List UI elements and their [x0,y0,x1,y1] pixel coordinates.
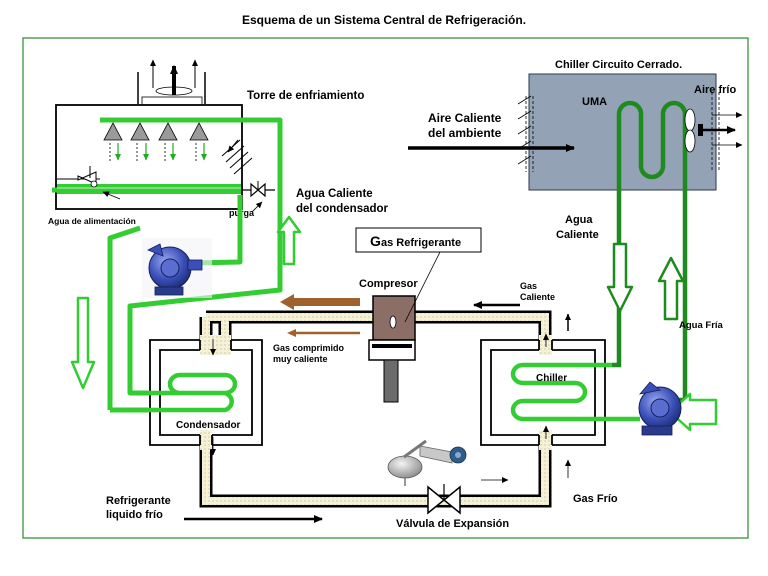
expansion-valve-icon [427,484,461,515]
compressor-icon [368,295,416,403]
compressed-gas-line2: muy caliente [273,354,328,364]
hot-water-condenser-line1: Agua Caliente [296,188,373,200]
float-valve-icon [77,166,98,188]
hot-water-line2: Caliente [556,229,599,241]
ambient-hot-air-line2: del ambiente [428,126,502,140]
expansion-valve-label: Válvula de Expansión [396,518,509,530]
condenser-unit [148,335,263,456]
purge-valve-icon [242,181,275,198]
pump-icon [638,381,682,436]
chiller-unit [480,333,640,450]
uma-label: UMA [582,96,607,108]
chilled-water-arrow-icon [606,242,718,432]
fan-icon [155,86,193,96]
refrigerant-gas-box [355,227,482,253]
compressed-gas-line1: Gas comprimido [273,343,345,353]
chiller-closed-circuit-label: Chiller Circuito Cerrado. [555,59,682,71]
hot-gas-line2: Caliente [520,292,555,302]
cold-liquid-line2: liquido frío [106,509,163,521]
ambient-hot-air-line1: Aire Caliente [428,111,502,125]
cold-air-label: Aire frío [694,84,736,96]
page-title: Esquema de un Sistema Central de Refrige… [242,13,526,27]
spray-nozzle-icon [103,122,209,141]
cold-gas-label: Gas Frío [573,493,618,505]
water-flow-arrow-icon [70,215,302,390]
cold-liquid-line1: Refrigerante [106,495,171,507]
cooling-tower-label: Torre de enfriamiento [247,90,364,102]
pump-icon [142,238,212,298]
hot-gas-line1: Gas [520,281,537,291]
cooling-tower [55,59,253,210]
condenser-label: Condensador [176,420,241,431]
hot-water-line1: Agua [565,214,593,226]
diagram-frame [22,37,749,539]
air-handling-unit [517,73,743,262]
feed-water-label: Agua de alimentación [48,216,136,226]
compressor-label: Compresor [359,278,418,290]
cold-water-label: Agua Fría [679,320,724,331]
refrigerant-gas-initial: G [370,233,381,249]
chiller-label: Chiller [536,373,567,384]
float-ball-valve-icon [387,439,467,486]
refrigerant-loop [199,310,552,508]
hot-water-condenser-line2: del condensador [296,203,389,215]
refrigerant-gas-label: as Refrigerante [381,237,461,249]
